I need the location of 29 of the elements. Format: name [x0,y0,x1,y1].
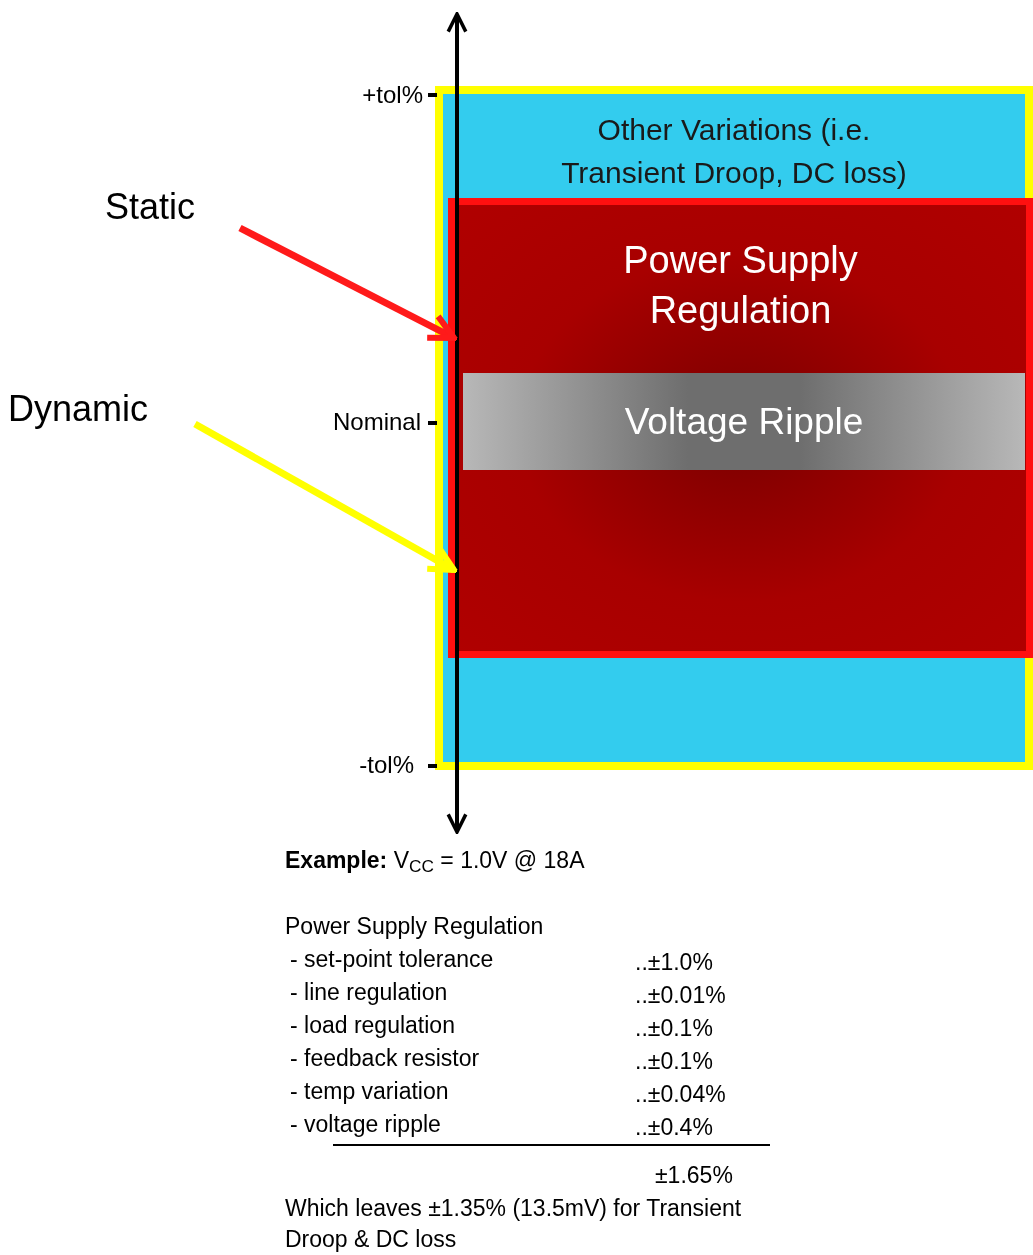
arrow [238,224,457,342]
note-text: ..±0.1% [635,1014,713,1043]
callout-label: Static [105,185,197,229]
axis-label: +tol% [362,80,423,110]
note-text: Example: V$_{CC}$ = 1.0V @ 18A [285,846,585,876]
band-label: Voltage Ripple [623,399,865,444]
note-text: ..±0.04% [635,1080,726,1109]
note-text: - set-point tolerance [290,945,494,974]
band-label: Other Variations (i.e. Transient Droop, DC loss) [560,112,908,191]
arrow [193,420,457,574]
note-text: ±1.65% [655,1161,733,1190]
note-text: ..±1.0% [635,948,713,977]
axis-label: Nominal [332,407,421,437]
note-text: - voltage ripple [290,1110,441,1139]
note-text: Power Supply Regulation [285,912,544,941]
note-text: ..±0.4% [635,1113,713,1142]
note-text: - temp variation [290,1077,449,1106]
regulation-box [448,198,1033,658]
axis-label: -tol% [359,750,414,780]
callout-label: Dynamic [8,387,150,431]
note-text: - line regulation [290,978,448,1007]
note-text: Which leaves ±1.35% (13.5mV) for Transient Droop & DC loss [285,1194,743,1254]
note-text: - feedback resistor [290,1044,480,1073]
note-text: - load regulation [290,1011,455,1040]
ripple-band [463,373,1025,470]
box-label: Power Supply Regulation [622,238,859,333]
note-text: ..±0.1% [635,1047,713,1076]
tolerance-band [435,86,1033,770]
note-text: ..±0.01% [635,981,726,1010]
